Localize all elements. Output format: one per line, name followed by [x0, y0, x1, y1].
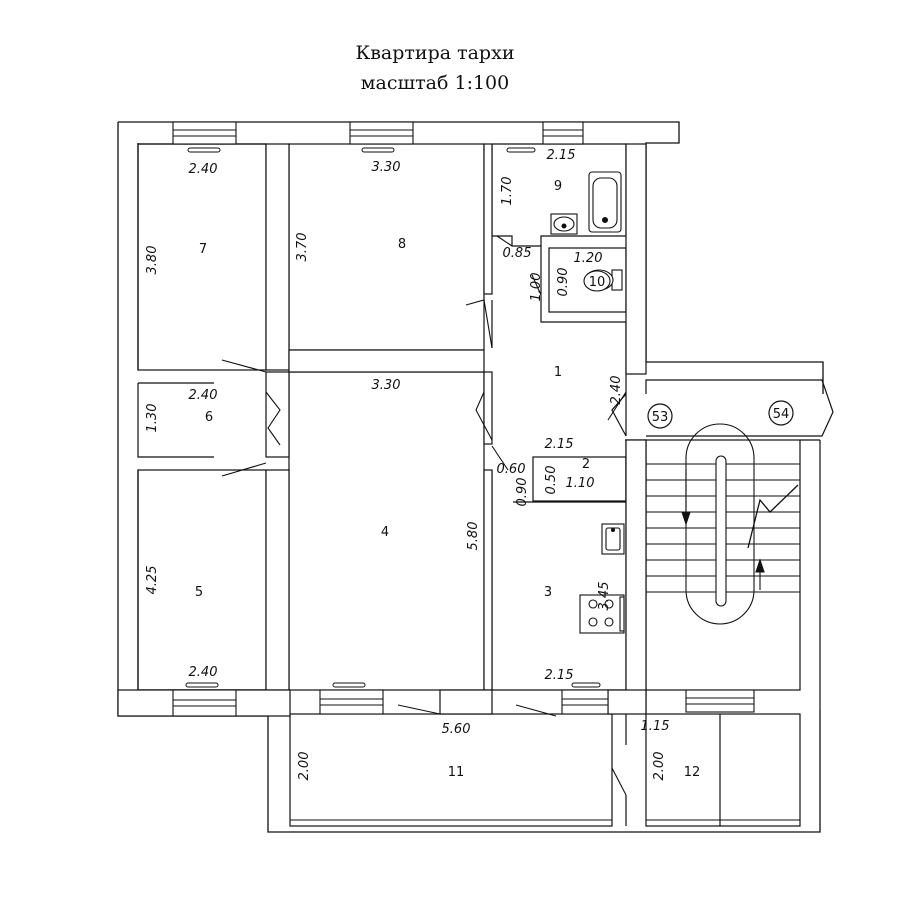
apartment-54-label: 54: [773, 407, 790, 422]
windows: [172, 121, 800, 821]
room-2-width: 2.15: [545, 437, 574, 452]
room-5-length: 4.25: [145, 566, 160, 595]
room-6-width: 2.40: [189, 388, 218, 403]
room-3-length: 3.45: [597, 582, 612, 611]
door-4: [475, 391, 493, 441]
room-2-number: 2: [582, 457, 590, 472]
room-outlines: [137, 143, 821, 827]
stair-arrow-down-head: [681, 511, 691, 526]
window-handles: [185, 147, 601, 688]
stair-treads: [646, 463, 800, 593]
plan-scale: масштаб 1:100: [360, 72, 510, 94]
room-11-number: 11: [448, 765, 465, 780]
room-5-width: 2.40: [189, 665, 218, 680]
room-numbers: 7 8 9 10 1 6 4 2 5 3 11 12: [195, 179, 700, 780]
room-3-number: 3: [544, 585, 552, 600]
door-6: [265, 391, 281, 446]
room-12-width: 1.15: [641, 719, 670, 734]
window-room-9: [542, 121, 584, 145]
corridor-1-width: 2.40: [609, 376, 624, 405]
room-9-number: 9: [554, 179, 562, 194]
room-2-door-depth: 0.90: [515, 478, 530, 507]
stair-arrow-up-head: [755, 558, 765, 573]
room-4-width: 3.30: [372, 378, 401, 393]
room-3-outline: [491, 440, 627, 691]
room-12-number: 12: [684, 765, 701, 780]
room-8-number: 8: [398, 237, 406, 252]
room-7-length: 3.80: [145, 246, 160, 275]
window-room-4: [319, 689, 384, 715]
room-6-number: 6: [205, 410, 213, 425]
room-9-width: 2.15: [547, 148, 576, 163]
room-11-length: 2.00: [297, 752, 312, 781]
stair-landing: [611, 379, 834, 437]
apartment-53-label: 53: [652, 410, 669, 425]
stair-break-line: [747, 484, 799, 549]
room-10-badge: [583, 270, 611, 292]
doors: [221, 235, 627, 796]
door-balcony-3: [515, 704, 557, 717]
room-9-length: 1.70: [500, 177, 515, 206]
room-7-width: 2.40: [189, 162, 218, 177]
door-10: [531, 274, 542, 296]
room-2-inner-width: 1.10: [566, 476, 595, 491]
room-12-length: 2.00: [652, 752, 667, 781]
room-4-length: 5.80: [466, 522, 481, 551]
door-8: [465, 299, 493, 349]
kitchen-sink-icon: [601, 523, 625, 555]
corridor-1-door-width: 0.85: [503, 246, 532, 261]
room-8-width: 3.30: [372, 160, 401, 175]
corridor-1-passage-width: 1.00: [529, 273, 544, 302]
door-7: [221, 359, 267, 373]
room-5-number: 5: [195, 585, 203, 600]
window-room-5: [172, 689, 237, 717]
window-room-8: [349, 121, 414, 145]
room-3-width: 2.15: [545, 668, 574, 683]
stair-handrail: [715, 455, 727, 607]
apartment-number-markers: 53 54: [647, 400, 794, 429]
balcony-12-outline: [645, 713, 801, 827]
dimension-labels: 2.40 3.80 3.30 3.70 2.15 1.70 1.20 0.90 …: [145, 148, 669, 780]
room-6-length: 1.30: [145, 404, 160, 433]
bathtub-icon: [588, 171, 622, 233]
room-7-number: 7: [199, 242, 207, 257]
room-4-number: 4: [381, 525, 389, 540]
door-balcony-11: [397, 704, 441, 715]
plan-title: Квартира тархи: [355, 42, 515, 64]
room-2-length: 0.50: [544, 466, 559, 495]
door-9: [496, 235, 513, 247]
room-2-door-width: 0.60: [497, 462, 526, 477]
room-1-number: 1: [554, 365, 562, 380]
door-2: [491, 445, 509, 471]
washbasin-icon: [550, 213, 578, 235]
staircase: [646, 423, 800, 625]
door-balcony-12: [611, 767, 627, 796]
room-10-length: 0.90: [556, 268, 571, 297]
exterior-walls: [117, 121, 824, 833]
room-8-length: 3.70: [295, 233, 310, 262]
door-5: [221, 462, 267, 477]
window-stair: [685, 689, 755, 713]
stair-well: [645, 439, 801, 691]
apartment-54-marker: [768, 400, 794, 426]
window-room-7: [172, 121, 237, 145]
room-10-number: 10: [589, 275, 606, 290]
window-room-3: [561, 689, 609, 715]
room-11-width: 5.60: [442, 722, 471, 737]
room-10-width: 1.20: [574, 251, 603, 266]
apartment-53-marker: [647, 403, 673, 429]
stove-icon: [579, 594, 625, 634]
stair-handrail-outline: [685, 423, 755, 625]
